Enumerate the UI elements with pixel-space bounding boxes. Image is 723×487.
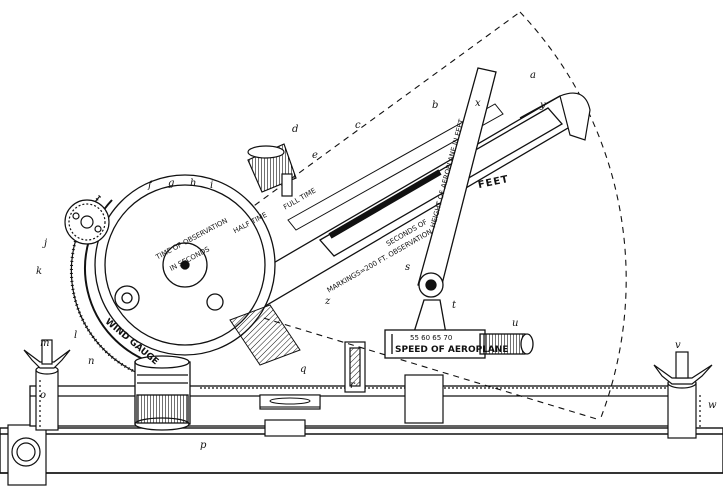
ref-letter: i [210,180,214,191]
ref-letter: s [405,262,411,273]
ref-letter: l [74,330,78,341]
ref-letter: u [512,318,519,329]
ref-letter: d [292,124,299,135]
ref-letter: r [350,380,355,391]
hatched-support [229,304,301,366]
ref-letter: j [44,238,48,249]
main-dial [94,174,276,356]
ref-letter: y [540,100,546,111]
ref-letter: n [88,356,95,367]
spirit-level [259,394,321,408]
ref-letter: o [40,390,47,401]
ref-letter: a [530,70,536,81]
right-post [653,351,713,439]
ref-letter: k [36,266,43,277]
upper-knob [247,143,297,197]
left-plate [7,424,47,486]
scale-end-bracket [559,92,591,141]
ref-letter: q [300,364,307,375]
small-gear-wheel [64,199,110,245]
ref-letter: x [475,98,481,109]
left-post [23,339,71,431]
rail-block [259,341,444,437]
speed-aeroplane-label: SPEED OF AEROPLANE [395,345,509,355]
ref-letter: w [708,400,717,411]
ref-letter: t [452,300,457,311]
ref-letter: p [200,440,207,451]
ref-letter: e [312,150,318,161]
speed-scale [384,329,534,359]
ref-letter: f [148,180,152,191]
ref-letter: g [168,178,175,189]
ref-letter: c [355,120,361,131]
ref-letter: m [40,338,50,349]
base-board [0,427,723,474]
ref-letter: z [325,296,331,307]
lower-drum [134,355,191,431]
ref-letter: h [190,178,197,189]
ref-letter: v [675,340,681,351]
upper-scale-strip [287,103,504,231]
speed-scale-numbers: 55 60 65 70 [410,334,453,342]
ref-letter: b [432,100,439,111]
